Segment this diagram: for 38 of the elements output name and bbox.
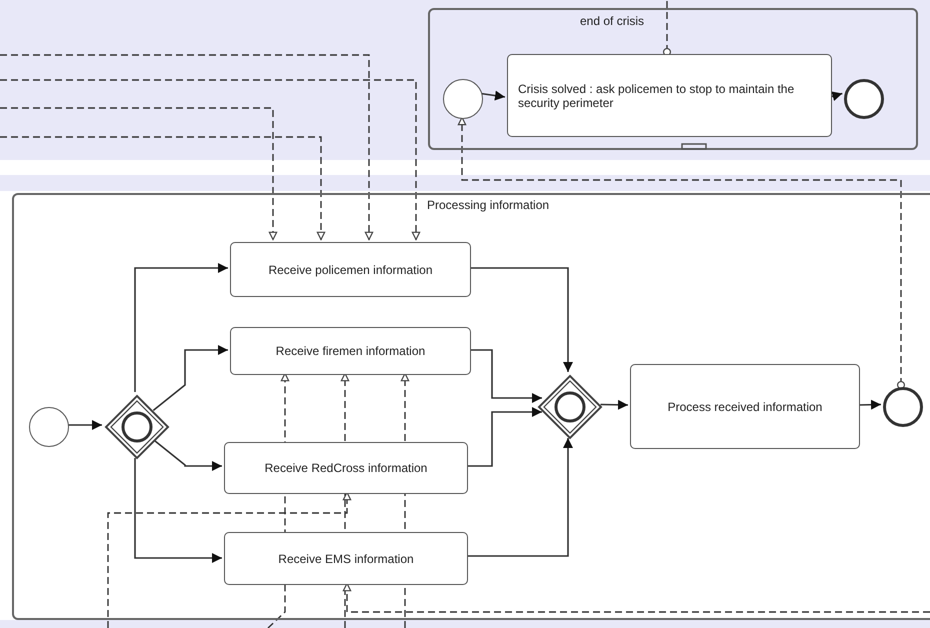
task-label: Receive EMS information [278, 552, 414, 566]
message-flow-arrow [0, 54, 374, 240]
sequence-flow-arrow [469, 267, 573, 372]
task-label: Receive policemen information [268, 262, 433, 276]
sequence-flow-arrow [600, 400, 628, 410]
sequence-flow-arrow [134, 458, 222, 563]
sequence-flow-arrow [858, 400, 882, 410]
message-flow-arrow [0, 107, 278, 240]
task-box [630, 364, 860, 449]
task-label: Receive firemen information [276, 344, 426, 358]
group-heading: end of crisis [580, 14, 644, 28]
subprocess-box [428, 8, 918, 150]
lane-box [12, 193, 930, 620]
gateway-diamond [104, 394, 170, 460]
message-flow-arrow [0, 136, 326, 240]
sequence-flow-arrow [152, 439, 222, 471]
group-heading: Processing information [427, 198, 550, 212]
message-flow-arrow [0, 79, 420, 240]
task-box [230, 242, 471, 297]
sequence-flow-arrow [134, 263, 228, 392]
sequence-flow-arrow [152, 345, 228, 411]
message-flow-arrow [107, 492, 352, 628]
sequence-flow-arrow [480, 90, 506, 101]
task-label: Crisis solved : ask policemen to stop to maintain the security perimeter [518, 82, 796, 110]
sequence-flow-arrow [466, 438, 573, 557]
sequence-flow-arrow [466, 407, 542, 467]
gateway-diamond [537, 374, 603, 440]
task-box [224, 442, 468, 494]
task-label: Receive RedCross information [264, 461, 428, 475]
sequence-flow-arrow [830, 91, 843, 102]
sequence-flow-arrow [469, 349, 542, 403]
message-flow-arrow [458, 116, 905, 389]
task-label: Process received information [668, 400, 822, 414]
message-flow-arrow [342, 582, 930, 613]
task-box [507, 54, 832, 137]
task-box [224, 532, 468, 585]
task-box [230, 327, 471, 375]
sequence-flow-arrow [67, 420, 102, 430]
